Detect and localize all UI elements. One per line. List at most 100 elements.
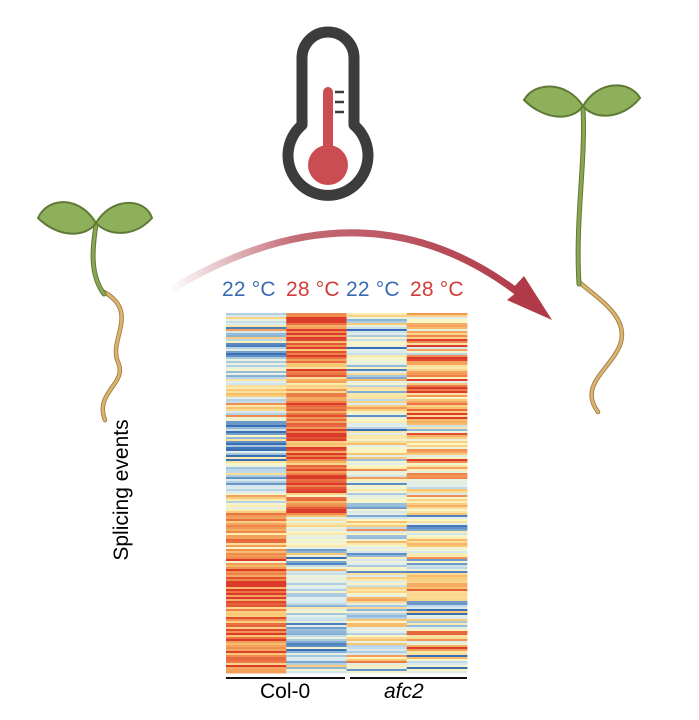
column-header-3: 22 °C: [346, 278, 400, 301]
heatmap-cell: [286, 319, 347, 322]
heatmap-cell: [346, 497, 408, 500]
heatmap-cell: [226, 575, 287, 578]
heatmap-cell: [286, 613, 347, 616]
heatmap-cell: [226, 401, 287, 404]
heatmap-cell: [226, 439, 287, 442]
heatmap-cell: [226, 349, 287, 352]
heatmap-cell: [346, 447, 408, 450]
heatmap-cell: [346, 507, 408, 510]
heatmap-cell: [226, 511, 287, 514]
heatmap-cell: [226, 365, 287, 368]
heatmap-cell: [286, 507, 347, 510]
heatmap-cell: [226, 545, 287, 548]
heatmap-cell: [346, 483, 408, 486]
heatmap-cell: [226, 423, 287, 426]
heatmap-cell: [346, 501, 408, 504]
heatmap-cell: [286, 485, 347, 488]
heatmap-cell: [286, 583, 347, 586]
heatmap-cell: [406, 465, 468, 468]
heatmap-cell: [226, 433, 287, 436]
heatmap-cell: [406, 553, 468, 556]
heatmap-cell: [406, 467, 468, 470]
heatmap-cell: [226, 473, 287, 476]
heatmap-cell: [346, 491, 408, 494]
heatmap-cell: [226, 567, 287, 570]
heatmap-cell: [406, 597, 468, 600]
heatmap-cell: [286, 589, 347, 592]
heatmap-cell: [226, 331, 287, 334]
heatmap-cell: [226, 661, 287, 664]
heatmap-cell: [406, 569, 468, 572]
heatmap-cell: [226, 497, 287, 500]
heatmap-cell: [226, 393, 287, 396]
heatmap-cell: [406, 455, 468, 458]
heatmap-cell: [406, 609, 468, 612]
heatmap-cell: [406, 403, 468, 406]
heatmap-cell: [226, 483, 287, 486]
heatmap-cell: [406, 537, 468, 540]
heatmap-cell: [286, 425, 347, 428]
heatmap-cell: [286, 461, 347, 464]
heatmap-cell: [406, 515, 468, 518]
heatmap-cell: [346, 513, 408, 516]
heatmap-cell: [226, 485, 287, 488]
heatmap-cell: [406, 315, 468, 318]
heatmap-cell: [346, 663, 408, 666]
heatmap-cell: [226, 625, 287, 628]
heatmap-cell: [226, 317, 287, 320]
heatmap-cell: [406, 639, 468, 642]
heatmap-cell: [286, 443, 347, 446]
heatmap-cell: [346, 543, 408, 546]
heatmap-cell: [406, 581, 468, 584]
heatmap-cell: [286, 437, 347, 440]
heatmap-cell: [406, 497, 468, 500]
heatmap-cell: [286, 409, 347, 412]
heatmap-cell: [346, 645, 408, 648]
heatmap-cell: [226, 547, 287, 550]
heatmap-cell: [286, 637, 347, 640]
heatmap-cell: [226, 599, 287, 602]
heatmap-cell: [286, 503, 347, 506]
heatmap-cell: [406, 479, 468, 482]
heatmap-cell: [226, 471, 287, 474]
heatmap-cell: [406, 587, 468, 590]
heatmap-cell: [346, 533, 408, 536]
heatmap-cell: [346, 661, 408, 664]
heatmap-cell: [346, 637, 408, 640]
heatmap-cell: [346, 377, 408, 380]
heatmap-cell: [346, 427, 408, 430]
heatmap-cell: [226, 543, 287, 546]
heatmap-cell: [346, 499, 408, 502]
heatmap-cell: [346, 575, 408, 578]
heatmap-cell: [346, 475, 408, 478]
heatmap-cell: [286, 497, 347, 500]
heatmap-cell: [346, 385, 408, 388]
heatmap-cell: [286, 511, 347, 514]
heatmap-cell: [286, 339, 347, 342]
heatmap-cell: [226, 475, 287, 478]
heatmap-cell: [346, 569, 408, 572]
heatmap-cell: [406, 511, 468, 514]
heatmap-cell: [346, 525, 408, 528]
heatmap-cell: [406, 333, 468, 336]
heatmap-cell: [406, 415, 468, 418]
heatmap-cell: [406, 375, 468, 378]
heatmap-cell: [286, 455, 347, 458]
heatmap-cell: [346, 479, 408, 482]
heatmap-cell: [226, 481, 287, 484]
heatmap-cell: [286, 607, 347, 610]
heatmap-cell: [406, 535, 468, 538]
heatmap-cell: [286, 505, 347, 508]
heatmap-cell: [226, 429, 287, 432]
heatmap-cell: [286, 617, 347, 620]
heatmap-cell: [286, 377, 347, 380]
heatmap-cell: [346, 481, 408, 484]
heatmap-cell: [286, 565, 347, 568]
heatmap-cell: [406, 657, 468, 660]
heatmap-cell: [346, 577, 408, 580]
heatmap-cell: [406, 377, 468, 380]
heatmap-cell: [346, 547, 408, 550]
heatmap-cell: [286, 525, 347, 528]
heatmap-cell: [346, 593, 408, 596]
